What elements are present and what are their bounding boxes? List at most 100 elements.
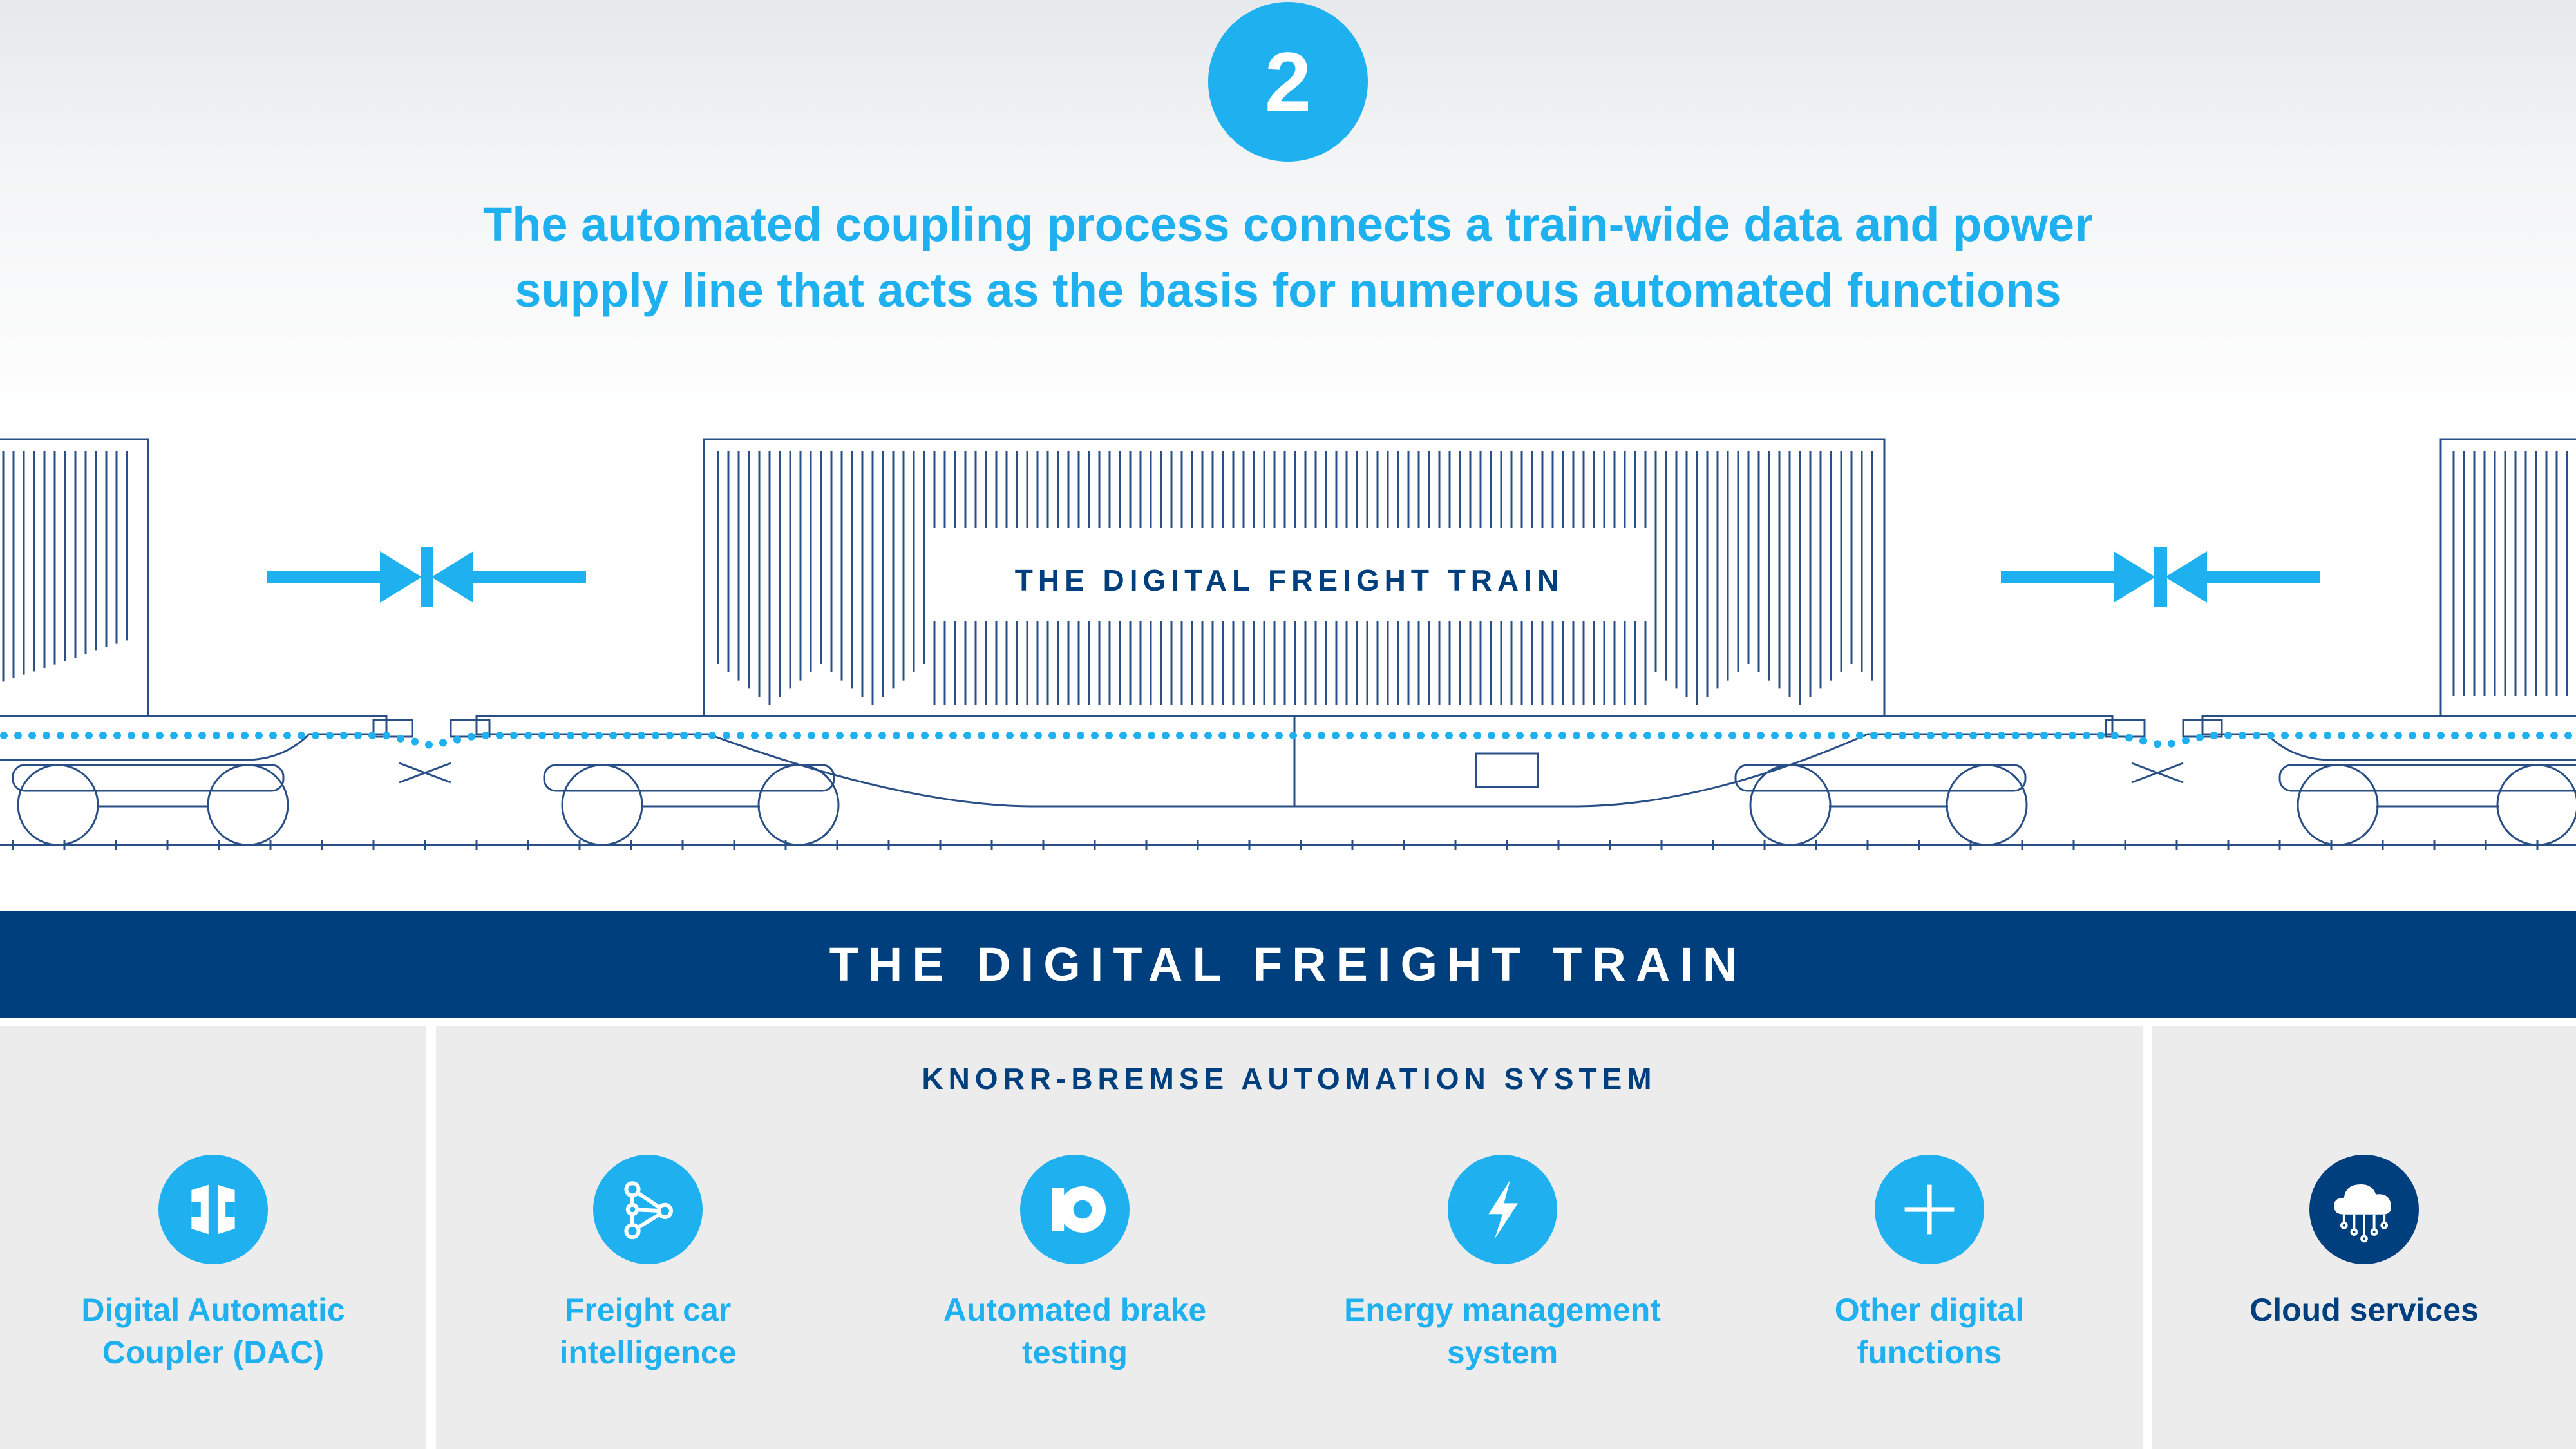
data-line-dot <box>2054 732 2062 739</box>
center-container-ribs <box>717 451 1873 705</box>
data-line-dot <box>708 732 716 739</box>
data-line-dot <box>963 732 971 739</box>
coupler-icon <box>158 1155 268 1264</box>
data-line-dot <box>439 739 447 747</box>
data-line-dot <box>2564 732 2572 739</box>
data-line-dot <box>468 732 475 741</box>
item-freight-car-intelligence: Freight car intelligence <box>442 1155 854 1374</box>
data-line-dot <box>1091 732 1099 739</box>
data-power-line <box>0 732 2572 749</box>
headline-line-2: supply line that acts as the basis for n… <box>515 263 2061 317</box>
data-line-dot <box>893 732 900 739</box>
right-container-ribs <box>2452 451 2568 696</box>
data-line-dot <box>751 732 759 739</box>
item-dac: Digital Automatic Coupler (DAC) <box>7 1155 419 1374</box>
item-label-cloud: Cloud services <box>2249 1292 2479 1328</box>
data-line-dot <box>2224 732 2232 739</box>
data-line-dot <box>1502 732 1510 739</box>
data-line-dot <box>1488 732 1495 739</box>
network-icon <box>593 1155 703 1264</box>
data-line-dot <box>2494 732 2501 739</box>
data-line-dot <box>2423 732 2430 739</box>
data-line-dot <box>2366 732 2374 739</box>
data-line-dot <box>2012 732 2020 739</box>
right-coupler <box>2105 719 2223 784</box>
data-line-dot <box>1233 732 1240 739</box>
data-line-dot <box>269 732 277 739</box>
data-line-dot <box>2069 732 2076 739</box>
data-line-dot <box>14 732 22 739</box>
data-line-dot <box>907 732 914 739</box>
data-line-dot <box>2324 732 2331 739</box>
item-other-digital-functions: Other digital functions <box>1723 1155 2136 1374</box>
data-line-dot <box>2536 732 2544 739</box>
data-line-dot <box>227 732 234 739</box>
data-line-dot <box>1388 732 1396 739</box>
data-line-dot <box>1119 732 1127 739</box>
rail-ties <box>12 840 2539 850</box>
data-line-dot <box>411 737 419 746</box>
data-line-dot <box>737 732 744 739</box>
data-line-dot <box>1927 732 1935 739</box>
data-line-dot <box>1955 732 1963 739</box>
data-line-dot <box>510 732 518 739</box>
data-line-dot <box>1374 732 1382 739</box>
item-label-freight-car: Freight car intelligence <box>559 1292 737 1370</box>
data-line-dot <box>623 732 631 739</box>
data-line-dot <box>85 732 93 739</box>
data-line-dot <box>2508 732 2515 739</box>
data-line-dot <box>1814 732 1821 739</box>
bogie-2 <box>543 764 840 846</box>
data-line-dot <box>949 732 957 739</box>
item-energy-management: Energy management system <box>1296 1155 1709 1374</box>
data-line-dot <box>1728 732 1736 739</box>
data-line-dot <box>2196 734 2204 742</box>
data-line-dot <box>638 732 645 739</box>
data-line-dot <box>1700 732 1708 739</box>
data-line-dot <box>2522 732 2530 739</box>
data-line-dot <box>1799 732 1807 739</box>
data-line-dot <box>1275 732 1283 739</box>
data-line-dot <box>2040 732 2048 739</box>
headline: The automated coupling process connects … <box>129 192 2447 323</box>
item-automated-brake-testing: Automated brake testing <box>869 1155 1281 1374</box>
data-line-dot <box>2210 732 2218 739</box>
right-coupling-arrows <box>2001 547 2320 607</box>
data-line-dot <box>496 732 504 739</box>
data-line-dot <box>326 732 334 739</box>
data-line-dot <box>1346 732 1354 739</box>
item-label-brake: Automated brake testing <box>943 1292 1207 1370</box>
data-line-dot <box>1431 732 1439 739</box>
data-line-dot <box>1403 732 1410 739</box>
data-line-dot <box>1459 732 1467 739</box>
data-line-dot <box>1601 732 1609 739</box>
data-line-dot <box>1133 732 1141 739</box>
data-line-dot <box>2352 732 2360 739</box>
data-line-dot <box>2083 732 2090 739</box>
data-line-dot <box>2125 734 2133 742</box>
data-line-dot <box>2550 732 2558 739</box>
automation-system-panel: KNORR-BREMSE AUTOMATION SYSTEM Freight c… <box>436 1026 2143 1449</box>
digital-freight-train-banner: THE DIGITAL FREIGHT TRAIN <box>0 911 2576 1018</box>
item-cloud-services: Cloud services <box>2158 1155 2570 1331</box>
data-line-dot <box>1643 732 1651 739</box>
data-line-dot <box>2380 732 2388 739</box>
data-line-dot <box>397 734 404 743</box>
data-line-dot <box>2309 732 2317 739</box>
data-line-dot <box>2111 732 2119 739</box>
data-line-dot <box>1530 732 1538 739</box>
data-line-dot <box>1587 732 1595 739</box>
data-line-dot <box>1757 732 1765 739</box>
data-line-dot <box>1006 732 1014 739</box>
data-line-dot <box>723 732 730 739</box>
data-line-dot <box>1417 732 1425 739</box>
data-line-dot <box>1190 732 1198 739</box>
data-line-dot <box>1077 732 1084 739</box>
data-line-dot <box>1672 732 1680 739</box>
data-line-dot <box>2026 732 2034 739</box>
brake-disc-icon <box>1020 1155 1130 1264</box>
data-line-dot <box>1842 732 1850 739</box>
data-line-dot <box>1473 732 1481 739</box>
data-line-dot <box>1360 732 1368 739</box>
data-line-dot <box>453 735 461 744</box>
